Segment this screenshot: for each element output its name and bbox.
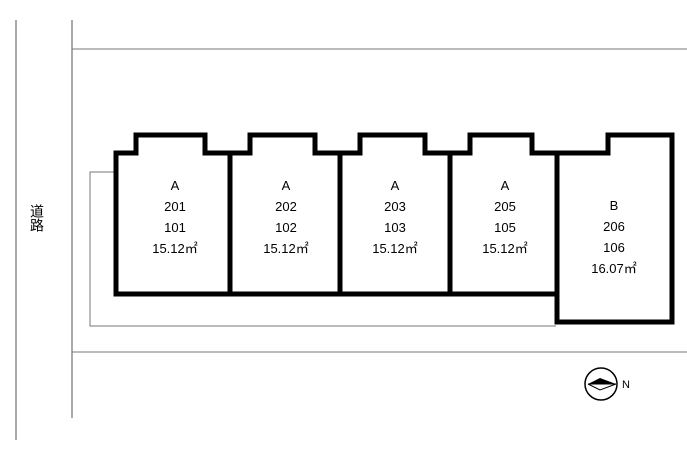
unit-type-label: A [391,178,400,193]
unit-area: 15.12㎡ [263,241,309,256]
compass-north-label: N [622,379,630,391]
unit-area: 16.07㎡ [591,261,637,276]
unit-201-outline [113,132,233,297]
unit-203-outline [337,132,453,297]
unit-lower-number: 102 [275,220,297,235]
unit-lower-number: 105 [494,220,516,235]
unit-label-203: A 203 103 15.12㎡ [372,178,418,256]
units-a-group [113,132,560,297]
unit-upper-number: 205 [494,199,516,214]
unit-type-label: B [610,198,619,213]
unit-area: 15.12㎡ [372,241,418,256]
unit-lower-number: 103 [384,220,406,235]
unit-upper-number: 203 [384,199,406,214]
unit-label-206: B 206 106 16.07㎡ [591,198,637,276]
unit-type-label: A [501,178,510,193]
unit-area: 15.12㎡ [482,241,528,256]
unit-type-label: A [171,178,180,193]
unit-label-201: A 201 101 15.12㎡ [152,178,198,256]
unit-upper-number: 202 [275,199,297,214]
north-arrow-icon: N [584,367,630,401]
unit-label-202: A 202 102 15.12㎡ [263,178,309,256]
unit-type-label: A [282,178,291,193]
unit-b-outline [554,132,675,325]
road-label: 道路 [28,204,44,232]
unit-area: 15.12㎡ [152,241,198,256]
unit-lower-number: 106 [603,240,625,255]
unit-205-outline [447,132,560,297]
unit-upper-number: 206 [603,219,625,234]
unit-lower-number: 101 [164,220,186,235]
block-footprint-outline [89,171,556,327]
unit-label-205: A 205 105 15.12㎡ [482,178,528,256]
unit-upper-number: 201 [164,199,186,214]
unit-202-outline [227,132,343,297]
